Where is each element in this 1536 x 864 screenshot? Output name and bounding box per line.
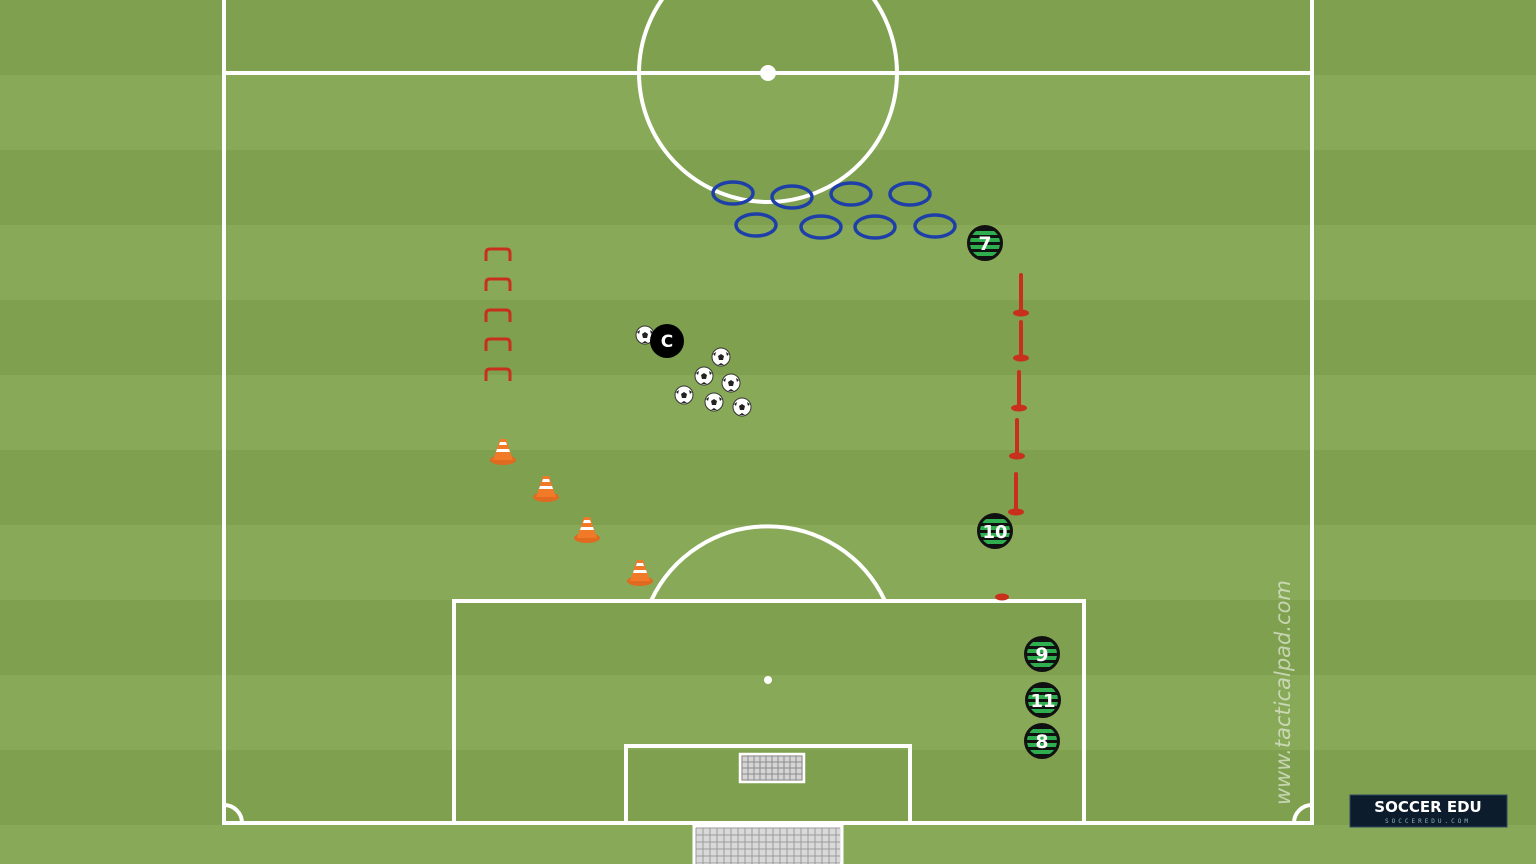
soccer-ball — [721, 373, 741, 393]
grass-stripe — [0, 225, 1536, 300]
pole-mannequin — [1011, 370, 1027, 412]
center-circle — [637, 0, 899, 204]
soccer-ball — [711, 347, 731, 367]
hurdle — [484, 337, 512, 351]
slalom-poles — [1008, 273, 1029, 516]
main-goal — [692, 824, 844, 864]
hurdle — [484, 277, 512, 291]
corner-arc-left — [223, 803, 244, 824]
marker-disc — [995, 593, 1009, 601]
grass-stripe — [0, 600, 1536, 675]
pole-mannequin — [1009, 418, 1025, 460]
ball-pile — [635, 325, 752, 417]
logo-brand: SOCCER EDU — [1374, 798, 1481, 816]
corner-arc-right — [1292, 803, 1313, 824]
hurdle — [484, 247, 512, 261]
grass-stripe — [0, 150, 1536, 225]
player-9[interactable]: 9 — [1024, 636, 1060, 672]
grass-stripe — [0, 450, 1536, 525]
player-7[interactable]: 7 — [967, 225, 1003, 261]
grass-stripe — [0, 525, 1536, 600]
pole-mannequin — [1013, 273, 1029, 317]
grass-stripe — [0, 75, 1536, 150]
player-number-8: 8 — [1035, 731, 1048, 753]
pitch-markings — [222, 0, 1314, 825]
grass-stripe — [0, 300, 1536, 375]
ring — [829, 181, 873, 207]
player-number-9: 9 — [1035, 644, 1048, 666]
watermark: www.tacticalpad.com — [1271, 580, 1295, 805]
center-spot — [760, 65, 776, 81]
cone — [533, 476, 559, 502]
cone — [490, 439, 516, 465]
pole-mannequin — [1013, 320, 1029, 362]
grass-stripe — [0, 0, 1536, 75]
player-number-11: 11 — [1030, 691, 1055, 712]
ring — [853, 214, 897, 240]
soccer-ball — [674, 385, 694, 405]
ring — [888, 181, 932, 207]
soccer-ball — [694, 366, 714, 386]
ring — [734, 212, 778, 238]
hurdle — [484, 308, 512, 322]
penalty-spot — [764, 676, 772, 684]
player-11[interactable]: 11 — [1025, 682, 1061, 718]
player-10[interactable]: 10 — [977, 513, 1013, 549]
coach-token[interactable]: C — [650, 324, 684, 358]
coach-label: C — [661, 332, 673, 352]
ring — [711, 180, 755, 206]
soccer-ball — [704, 392, 724, 412]
mini-hurdles — [484, 247, 512, 381]
hurdle — [484, 367, 512, 381]
pole-mannequin — [1008, 472, 1024, 516]
cone — [627, 560, 653, 586]
player-number-7: 7 — [978, 233, 991, 255]
penalty-arc — [649, 524, 887, 602]
ring — [913, 213, 957, 239]
player-8[interactable]: 8 — [1024, 723, 1060, 759]
soccer-edu-logo: SOCCER EDU SOCCEREDU.COM — [1349, 794, 1508, 828]
player-number-10: 10 — [982, 522, 1007, 543]
ring — [770, 184, 814, 210]
ring — [799, 214, 843, 240]
cone — [574, 517, 600, 543]
grass-stripe — [0, 675, 1536, 750]
grass-stripe — [0, 375, 1536, 450]
soccer-ball — [732, 397, 752, 417]
logo-tagline: SOCCEREDU.COM — [1385, 818, 1471, 825]
training-cones — [490, 439, 653, 586]
agility-rings — [711, 180, 957, 240]
goal-area — [624, 744, 912, 825]
mini-goal — [738, 752, 806, 784]
